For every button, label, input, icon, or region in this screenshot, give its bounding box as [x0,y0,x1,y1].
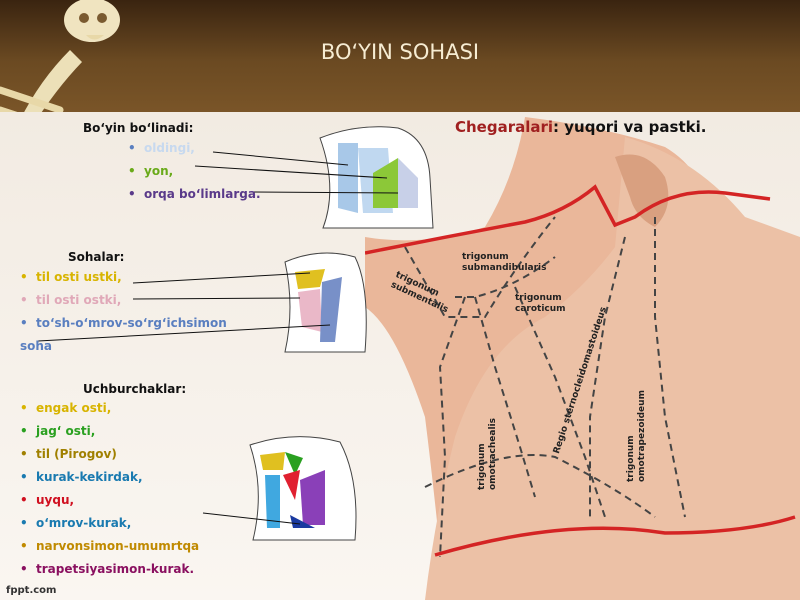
section2-item-3: •to‘sh-o‘mrov-so‘rg‘ichsimon [20,312,227,335]
bullet: • [20,397,28,420]
section2-item-1: •til osti ustki, [20,266,227,289]
bullet: • [128,183,136,206]
section3-item-8: •trapetsiyasimon-kurak. [20,558,199,581]
section2-item-4: soha [20,335,227,358]
section3-item-5: •uyqu, [20,489,199,512]
bullet: • [20,558,28,581]
section1-list: •oldingi, •yon, •orqa bo‘limlarga. [128,137,261,206]
section3-heading: Uchburchaklar: [83,382,186,396]
section3-item-2: •jag‘ osti, [20,420,199,443]
bullet: • [20,535,28,558]
section2-heading: Sohalar: [68,250,124,264]
bullet: • [128,160,136,183]
section3-item-6: •o‘mrov-kurak, [20,512,199,535]
bullet: • [20,266,28,289]
section1-item-3: •orqa bo‘limlarga. [128,183,261,206]
section1-item-1: •oldingi, [128,137,261,160]
section3-item-4: •kurak-kekirdak, [20,466,199,489]
section1-item-2: •yon, [128,160,261,183]
bullet: • [20,512,28,535]
bullet: • [128,137,136,160]
section2-list: •til osti ustki, •til osti ostki, •to‘sh… [20,266,227,358]
section3-item-1: •engak osti, [20,397,199,420]
bullet: • [20,489,28,512]
bullet: • [20,289,28,312]
bullet: • [20,420,28,443]
section3-item-3: •til (Pirogov) [20,443,199,466]
section1-heading: Bo‘yin bo‘linadi: [83,121,193,135]
section3-list: •engak osti, •jag‘ osti, •til (Pirogov) … [20,397,199,581]
footer-brand: fppt.com [6,585,56,596]
section2-item-2: •til osti ostki, [20,289,227,312]
bullet: • [20,443,28,466]
bullet: • [20,466,28,489]
section3-item-7: •narvonsimon-umumrtqa [20,535,199,558]
bullet: • [20,312,28,335]
